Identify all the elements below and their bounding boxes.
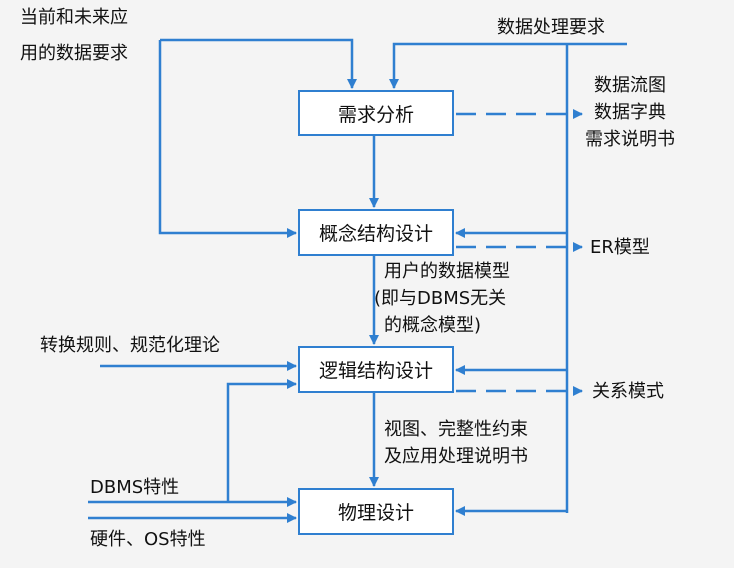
logical-design-box: 逻辑结构设计 (298, 346, 454, 393)
requirements-analysis-box: 需求分析 (298, 90, 454, 136)
input-to-conceptual-line (158, 40, 297, 238)
output-spec: 需求说明书 (585, 129, 675, 150)
input-current-future-line2: 用的数据要求 (20, 43, 128, 64)
output-er: ER模型 (590, 237, 650, 258)
input-processing: 数据处理要求 (497, 17, 605, 38)
physical-design-box: 物理设计 (298, 488, 454, 535)
user-model-line1: 用户的数据模型 (384, 261, 510, 282)
input-current-future-line1: 当前和未来应 (20, 7, 128, 28)
input-dbms-features: DBMS特性 (90, 477, 180, 498)
views-line2: 及应用处理说明书 (384, 446, 528, 467)
input-requirements-line (160, 38, 357, 89)
user-model-line2: (即与DBMS无关 (374, 288, 507, 309)
processing-input-line (389, 42, 627, 89)
output-relational: 关系模式 (592, 381, 664, 402)
input-conversion-rules: 转换规则、规范化理论 (40, 335, 220, 356)
conceptual-design-box: 概念结构设计 (298, 209, 454, 256)
views-line1: 视图、完整性约束 (384, 419, 528, 440)
dbms-to-logical-line (226, 379, 297, 502)
user-model-line3: 的概念模型) (384, 315, 482, 336)
output-dfd: 数据流图 (594, 75, 666, 96)
input-hardware-os: 硬件、OS特性 (90, 529, 206, 550)
output-dictionary: 数据字典 (594, 102, 666, 123)
